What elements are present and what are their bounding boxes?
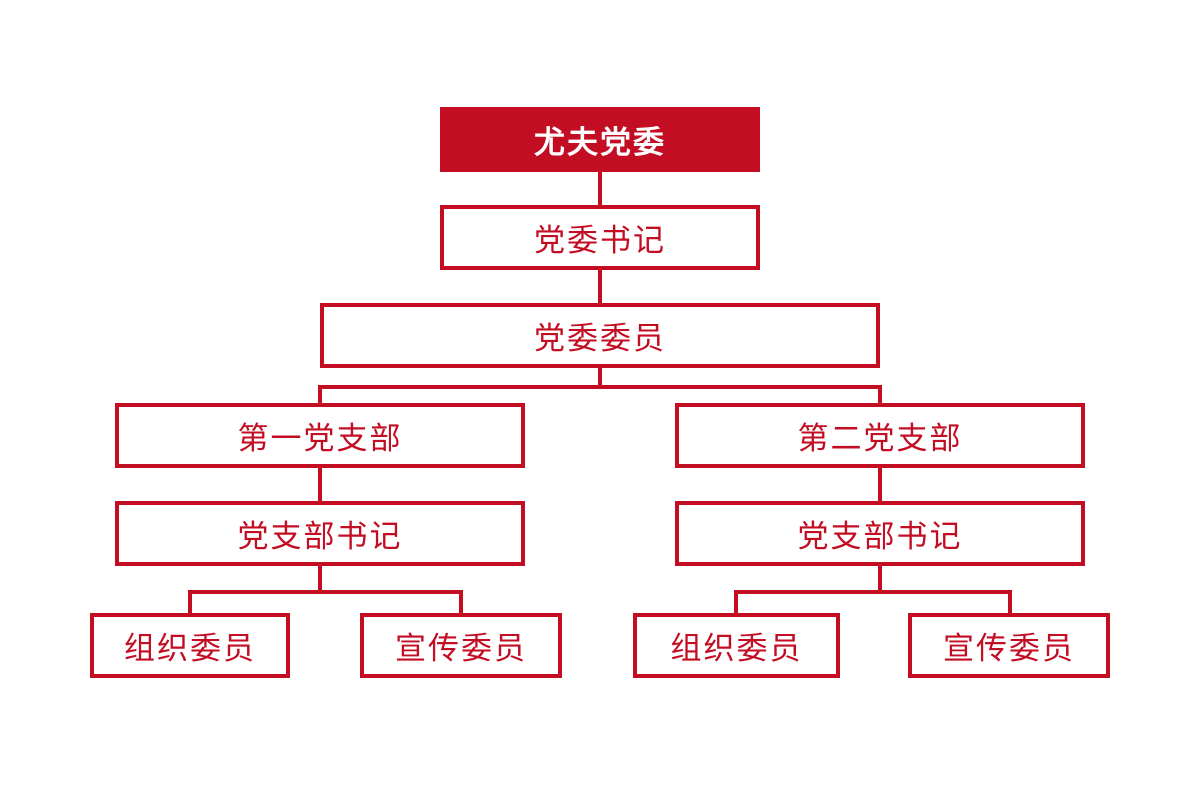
connector-members-stub — [598, 368, 602, 387]
node-second-branch-secretary: 党支部书记 — [675, 501, 1085, 566]
connector-first-branch-to-secretary — [318, 468, 322, 501]
connector-members-horizontal — [318, 385, 882, 389]
node-first-branch: 第一党支部 — [115, 403, 525, 468]
node-committee-secretary: 党委书记 — [440, 205, 760, 270]
node-committee-members: 党委委员 — [320, 303, 880, 368]
connector-to-second-branch — [878, 385, 882, 403]
node-second-branch-publicity-member: 宣传委员 — [908, 613, 1110, 678]
connector-to-first-organization — [188, 590, 192, 613]
connector-secretary-to-members — [598, 270, 602, 303]
connector-second-secretary-stub — [878, 566, 882, 592]
connector-to-first-publicity — [459, 590, 463, 613]
node-second-branch-organization-member: 组织委员 — [633, 613, 840, 678]
connector-to-second-organization — [734, 590, 738, 613]
node-first-branch-publicity-member: 宣传委员 — [360, 613, 562, 678]
connector-to-second-publicity — [1008, 590, 1012, 613]
connector-second-branch-to-secretary — [878, 468, 882, 501]
connector-first-branch-horizontal — [188, 590, 463, 594]
node-second-branch: 第二党支部 — [675, 403, 1085, 468]
connector-root-to-secretary — [598, 172, 602, 205]
node-party-committee: 尤夫党委 — [440, 107, 760, 172]
node-first-branch-secretary: 党支部书记 — [115, 501, 525, 566]
connector-to-first-branch — [318, 385, 322, 403]
connector-first-secretary-stub — [318, 566, 322, 592]
connector-second-branch-horizontal — [734, 590, 1012, 594]
node-first-branch-organization-member: 组织委员 — [90, 613, 290, 678]
